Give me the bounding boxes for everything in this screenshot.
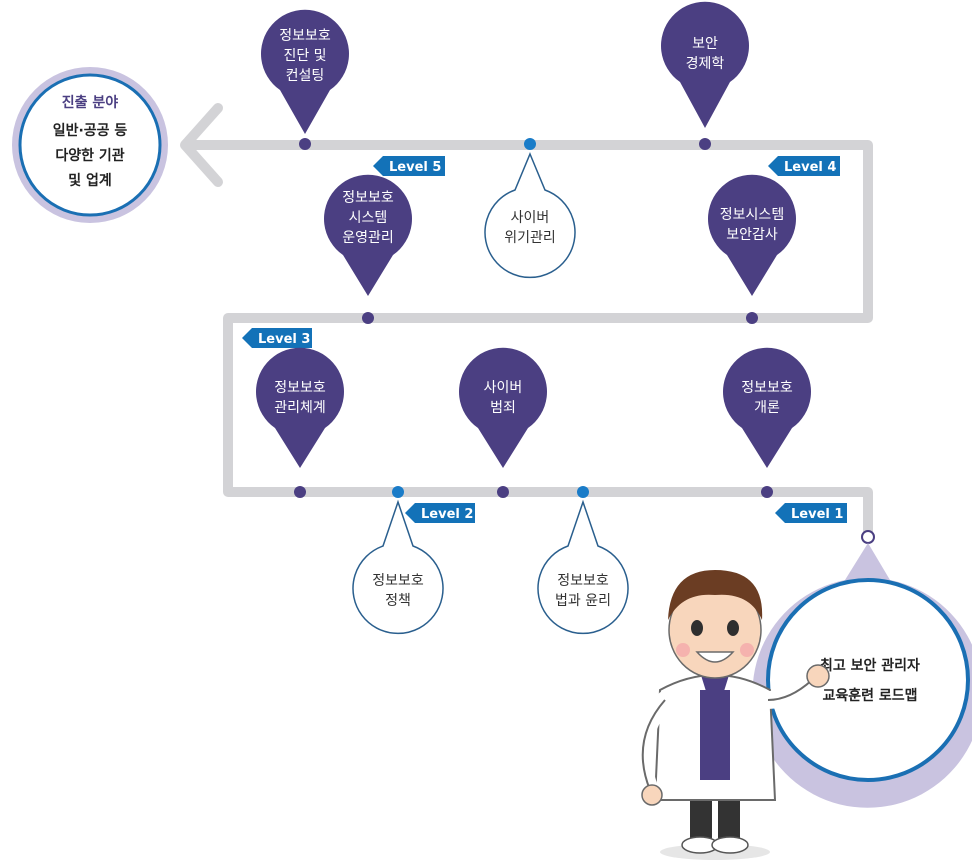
dot <box>524 138 536 150</box>
level-1-tag: Level 1 <box>775 503 847 523</box>
svg-text:정보시스템: 정보시스템 <box>720 207 784 223</box>
roadmap-path <box>185 140 873 540</box>
svg-text:컨설팅: 컨설팅 <box>286 68 325 84</box>
svg-text:정보보호: 정보보호 <box>372 573 424 589</box>
dot <box>362 312 374 324</box>
svg-text:Level 2: Level 2 <box>421 507 473 522</box>
svg-text:보안감사: 보안감사 <box>726 227 778 243</box>
course-pin-security-economics: 보안 경제학 <box>661 1 749 129</box>
svg-text:일반·공공 등: 일반·공공 등 <box>53 122 128 139</box>
course-bubble-law-ethics: 정보보호 법과 윤리 <box>537 499 629 635</box>
svg-text:보안: 보안 <box>692 36 718 52</box>
svg-text:관리체계: 관리체계 <box>274 400 326 416</box>
dot <box>699 138 711 150</box>
level-3-tag: Level 3 <box>242 328 312 348</box>
path-dots <box>294 138 773 498</box>
svg-text:정보보호: 정보보호 <box>274 380 326 396</box>
svg-text:정보보호: 정보보호 <box>342 190 394 206</box>
svg-text:시스템: 시스템 <box>349 210 388 226</box>
svg-text:범죄: 범죄 <box>490 400 516 416</box>
dot <box>761 486 773 498</box>
course-pin-introduction: 정보보호 개론 <box>723 347 811 468</box>
svg-text:정보보호: 정보보호 <box>557 573 609 589</box>
svg-text:정책: 정책 <box>385 593 411 609</box>
dot <box>497 486 509 498</box>
svg-text:교육훈련 로드맵: 교육훈련 로드맵 <box>822 687 917 704</box>
course-bubble-crisis-management: 사이버 위기관리 <box>484 152 576 279</box>
svg-text:개론: 개론 <box>754 400 780 416</box>
svg-text:및 업계: 및 업계 <box>68 172 112 189</box>
svg-text:Level 4: Level 4 <box>784 160 836 175</box>
svg-text:Level 1: Level 1 <box>791 507 843 522</box>
course-pin-cyber-crime: 사이버 범죄 <box>458 347 547 468</box>
course-pin-system-operation: 정보보호 시스템 운영관리 <box>323 174 412 296</box>
svg-text:사이버: 사이버 <box>484 380 523 396</box>
dot <box>392 486 404 498</box>
svg-text:다양한 기관: 다양한 기관 <box>55 147 124 164</box>
svg-text:Level 5: Level 5 <box>389 160 441 175</box>
svg-text:Level 3: Level 3 <box>258 332 310 347</box>
level-4-tag: Level 4 <box>768 156 840 176</box>
dot <box>577 486 589 498</box>
svg-text:법과 윤리: 법과 윤리 <box>555 593 611 609</box>
course-pin-system-audit: 정보시스템 보안감사 <box>707 174 797 296</box>
start-point <box>861 530 875 544</box>
svg-text:사이버: 사이버 <box>511 210 550 226</box>
svg-text:진출 분야: 진출 분야 <box>62 94 119 111</box>
svg-text:정보보호: 정보보호 <box>741 380 793 396</box>
course-pin-consulting: 정보보호 진단 및 컨설팅 <box>261 9 350 134</box>
arrow-head <box>180 103 223 187</box>
svg-text:진단 및: 진단 및 <box>283 48 326 64</box>
dot <box>294 486 306 498</box>
svg-text:위기관리: 위기관리 <box>504 230 556 246</box>
svg-text:정보보호: 정보보호 <box>279 28 331 44</box>
course-bubble-policy: 정보보호 정책 <box>352 499 444 635</box>
career-field-badge: 진출 분야 일반·공공 등 다양한 기관 및 업계 <box>12 67 168 223</box>
svg-text:경제학: 경제학 <box>686 56 725 72</box>
svg-text:운영관리: 운영관리 <box>342 230 394 246</box>
roadmap-title-bubble: 최고 보안 관리자 교육훈련 로드맵 <box>752 543 972 808</box>
level-2-tag: Level 2 <box>405 503 475 523</box>
svg-text:최고 보안 관리자: 최고 보안 관리자 <box>820 657 920 674</box>
course-pin-management-system: 정보보호 관리체계 <box>256 347 344 468</box>
dot <box>746 312 758 324</box>
level-5-tag: Level 5 <box>373 156 445 176</box>
mascot-illustration <box>633 570 830 860</box>
dot <box>299 138 311 150</box>
